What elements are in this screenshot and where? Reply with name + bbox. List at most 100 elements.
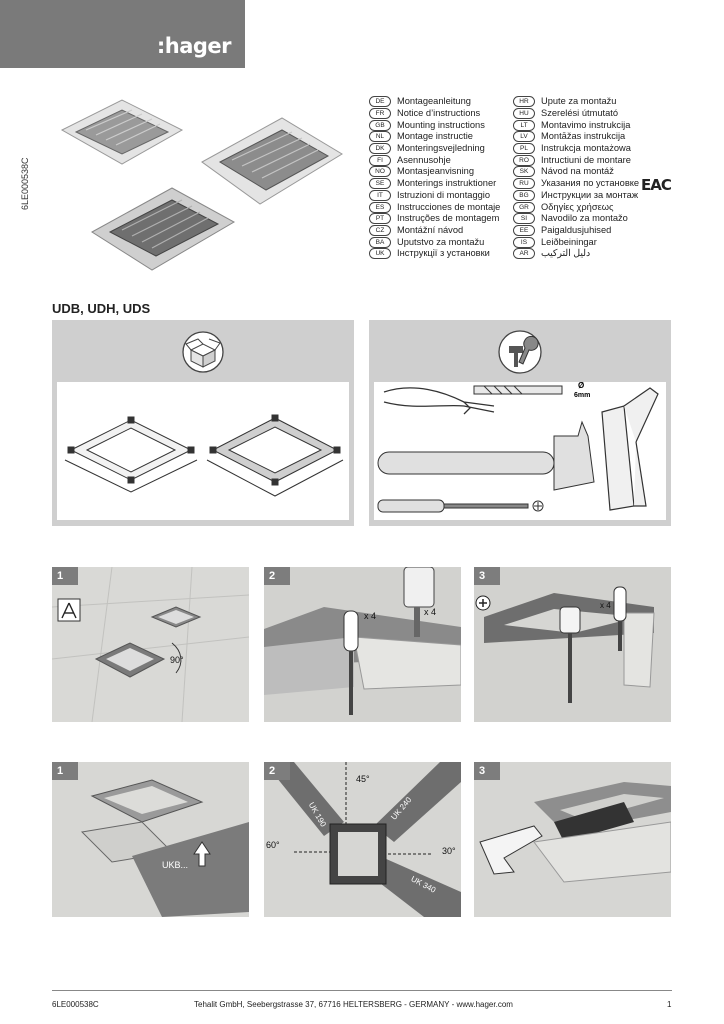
- language-label: Uputstvo za montažu: [397, 236, 485, 247]
- language-code-badge: RO: [513, 154, 535, 166]
- language-code-badge: FR: [369, 108, 391, 120]
- angle-label: 90°: [170, 655, 184, 665]
- language-code-badge: GR: [513, 201, 535, 213]
- language-label: Указания по установке: [541, 178, 640, 189]
- step-1-duct-illustration: [52, 762, 249, 917]
- language-code-badge: ES: [369, 201, 391, 213]
- angle-60-label: 60°: [266, 840, 280, 850]
- language-label: Monteringsvejledning: [397, 143, 485, 154]
- language-label: Montasjeanvisning: [397, 166, 475, 177]
- language-code-badge: NO: [369, 166, 391, 178]
- language-item: HR Upute za montažu: [513, 96, 639, 108]
- language-item: LT Montavimo instrukcija: [513, 119, 639, 131]
- language-code-badge: GB: [369, 119, 391, 131]
- document-code-vertical: 6LE000538C: [20, 157, 30, 210]
- drill-size-unit: 6mm: [574, 392, 590, 399]
- language-code-badge: FI: [369, 154, 391, 166]
- language-code-badge: CZ: [369, 224, 391, 236]
- step-1-image: 1 90°: [52, 567, 249, 722]
- language-code-badge: DK: [369, 143, 391, 155]
- language-item: NO Montasjeanvisning: [369, 166, 500, 178]
- language-label: دليل التركيب: [541, 248, 591, 259]
- step-number: 2: [264, 762, 290, 780]
- step-2-image: 2 x 4 x 4: [264, 567, 461, 722]
- floor-box-illustration-2: [201, 117, 343, 205]
- frame-parts-illustration: [64, 414, 344, 497]
- language-item: BG Инструкции за монтаж: [513, 189, 639, 202]
- language-label: Інструкції з установки: [397, 248, 490, 259]
- footer-address: Tehalit GmbH, Seebergstrasse 37, 67716 H…: [194, 1000, 513, 1009]
- language-code-badge: HR: [513, 96, 535, 108]
- language-item: SK Návod na montáž: [513, 166, 639, 178]
- language-code-badge: PL: [513, 143, 535, 155]
- product-title: UDB, UDH, UDS: [52, 301, 151, 316]
- tools-illustration-area: Ø 6mm: [374, 381, 666, 520]
- language-label: Istruzioni di montaggio: [397, 189, 491, 200]
- frame-part-closed: [206, 414, 344, 497]
- step-3-image: 3: [474, 762, 671, 917]
- language-code-badge: BG: [513, 189, 535, 201]
- required-tools-panel: Ø 6mm: [369, 320, 671, 526]
- language-label: Instruções de montagem: [397, 213, 500, 224]
- step-number: 3: [474, 762, 500, 780]
- language-code-badge: IT: [369, 189, 391, 201]
- language-label: Asennusohje: [397, 154, 451, 165]
- step-1-image: 1 UKB...: [52, 762, 249, 917]
- floor-box-illustration-3: [91, 187, 236, 271]
- language-label: Montážní návod: [397, 224, 464, 235]
- screw-count-label: x 4: [364, 611, 377, 621]
- language-label: Upute za montažu: [541, 96, 617, 107]
- tools-icon: [498, 330, 542, 374]
- language-item: EE Paigaldusjuhised: [513, 224, 639, 237]
- language-item: GB Mounting instructions: [369, 119, 500, 131]
- language-item: FR Notice d’instructions: [369, 108, 500, 120]
- step-number: 1: [52, 762, 78, 780]
- step-2-duct-angles-illustration: [264, 762, 461, 917]
- language-item: IT Istruzioni di montaggio: [369, 189, 500, 202]
- drill-bit-icon: [473, 385, 563, 395]
- duct-label: UKB...: [162, 860, 189, 870]
- drill-icon: [403, 567, 435, 637]
- language-label: Paigaldusjuhised: [541, 224, 612, 235]
- language-item: DK Monteringsvejledning: [369, 143, 500, 155]
- language-item: BA Uputstvo za montažu: [369, 236, 500, 248]
- angle-45-label: 45°: [356, 774, 370, 784]
- screw-count-label: x 4: [600, 601, 611, 610]
- staple-tool-icon: [559, 606, 581, 703]
- language-label: Návod na montáž: [541, 166, 614, 177]
- language-item: ES Instrucciones de montaje: [369, 201, 500, 213]
- hager-logo: :hager: [156, 34, 232, 58]
- language-label: Mounting instructions: [397, 119, 485, 130]
- language-label: Instrukcja montażowa: [541, 143, 631, 154]
- language-label: Инструкции за монтаж: [541, 189, 639, 200]
- language-code-badge: NL: [369, 131, 391, 143]
- compass-icon: [61, 602, 77, 619]
- language-label: Instrucciones de montaje: [397, 201, 501, 212]
- language-code-badge: SK: [513, 166, 535, 178]
- step-3-stapling-illustration: [474, 762, 671, 917]
- language-code-badge: LT: [513, 119, 535, 131]
- language-code-badge: EE: [513, 224, 535, 236]
- hammer-icon: [377, 420, 595, 491]
- step-2-image: 2 45° 60° 30° UK 240 UK 190 UK 340: [264, 762, 461, 917]
- step-3-illustration: [474, 567, 671, 722]
- language-label: Intructiuni de montare: [541, 154, 631, 165]
- language-label: Monterings instruktioner: [397, 178, 497, 189]
- drill-count-label: x 4: [424, 607, 437, 617]
- language-code-badge: SE: [369, 178, 391, 190]
- drill-size-symbol: Ø: [578, 382, 584, 390]
- language-label: Montavimo instrukcija: [541, 119, 631, 130]
- step-3-image: 3 x 4: [474, 567, 671, 722]
- screwdriver-icon: [343, 610, 359, 715]
- language-label: Navodilo za montažo: [541, 213, 628, 224]
- language-item: FI Asennusohje: [369, 154, 500, 166]
- language-label: Notice d’instructions: [397, 108, 481, 119]
- step-number: 2: [264, 567, 290, 585]
- language-code-badge: BA: [369, 236, 391, 248]
